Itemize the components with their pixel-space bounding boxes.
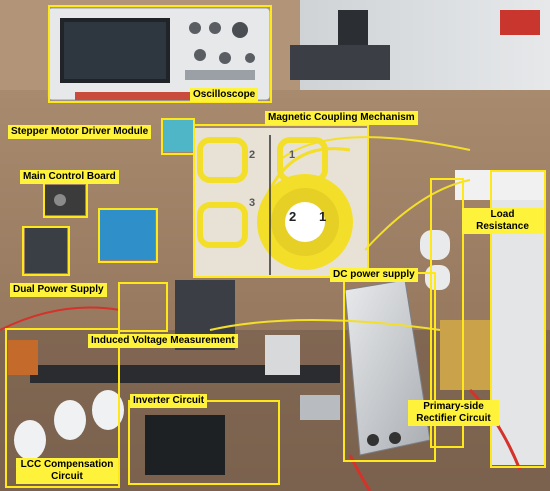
pad-number-1: 1 — [289, 149, 296, 161]
label-magnetic-coupling: Magnetic Coupling Mechanism — [265, 111, 418, 125]
stepper-driver-device — [163, 120, 193, 152]
label-main-control: Main Control Board — [20, 170, 119, 184]
coupling-board — [195, 128, 471, 276]
label-load-resistance: Load Resistance — [462, 208, 543, 234]
lcc-capacitors — [8, 340, 124, 460]
dual-power-highlight — [22, 226, 70, 276]
label-oscilloscope: Oscilloscope — [190, 88, 259, 102]
label-inverter: Inverter Circuit — [130, 394, 208, 408]
label-stepper-driver: Stepper Motor Driver Module — [8, 125, 152, 139]
dual-power-device — [25, 228, 67, 273]
stepper-driver-highlight — [161, 118, 195, 155]
label-lcc: LCC Compensation Circuit — [16, 458, 118, 484]
coil-number-1: 1 — [319, 209, 327, 224]
label-lcc-line2: Circuit — [51, 471, 83, 482]
label-rectifier-line1: Primary-side — [423, 401, 484, 412]
linear-rail — [30, 365, 340, 383]
coil-number-2: 2 — [289, 209, 297, 224]
magnetic-coupling-highlight — [193, 124, 369, 278]
label-lcc-line1: LCC Compensation — [20, 459, 114, 470]
induced-voltage-highlight — [118, 282, 168, 332]
label-induced-voltage: Induced Voltage Measurement — [88, 334, 238, 348]
dc-power-highlight — [343, 272, 436, 462]
oscilloscope-device — [47, 7, 271, 101]
label-dual-power: Dual Power Supply — [10, 283, 107, 297]
lcc-highlight — [5, 328, 120, 488]
label-rectifier: Primary-side Rectifier Circuit — [408, 400, 499, 426]
inverter-highlight — [128, 400, 280, 485]
main-control-highlight — [43, 182, 88, 218]
rectifier-highlight — [430, 178, 464, 448]
blue-module — [100, 210, 155, 260]
pad-number-3: 3 — [249, 197, 256, 209]
label-rectifier-line2: Rectifier Circuit — [416, 413, 491, 424]
inverter-device — [145, 415, 225, 475]
label-load-resistance-line2: Resistance — [476, 221, 529, 232]
label-load-resistance-line1: Load — [490, 209, 515, 220]
label-dc-power: DC power supply — [330, 268, 418, 282]
pad-number-2: 2 — [249, 149, 256, 161]
load-resistance-highlight — [490, 170, 546, 468]
oscilloscope-highlight — [48, 5, 272, 103]
blue-module-highlight — [98, 208, 158, 263]
